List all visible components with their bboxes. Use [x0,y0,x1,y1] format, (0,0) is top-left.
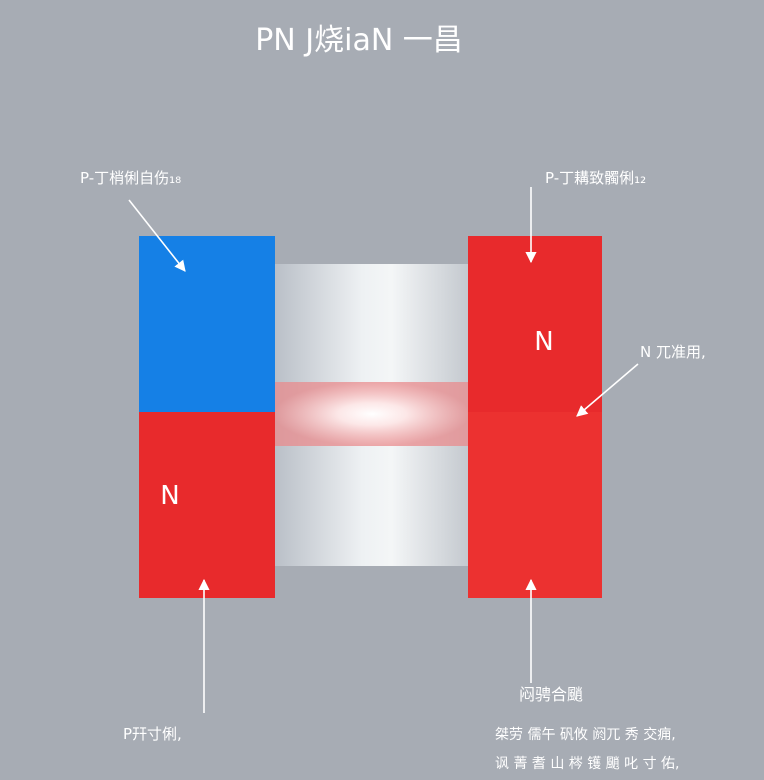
label-bottom-left: P幵寸俐, [123,725,182,743]
left-n-letter: N [160,481,179,511]
junction-glow [274,382,470,446]
label-bottom-right-line2: 讽 菁 耆 山 梣 镬 颵 叱 寸 佑, [495,756,680,772]
right-n-lower-shade [468,412,602,598]
arrow-top-left [128,199,186,272]
label-bottom-right-line1: 桀劳 儒午 矾攸 阏兀 秀 交痈, [495,726,676,743]
label-bottom-right-heading: 闷骋合颵 [519,685,583,704]
right-n-letter: N [534,327,553,357]
arrow-right-mid [576,363,639,417]
label-top-right: P-丁耩致髑俐₁₂ [545,169,646,187]
left-p-region [139,236,275,412]
diagram-title: PN J烧iaN 一昌 [255,23,463,58]
label-top-left: P-丁梢俐自伤₁₈ [80,169,181,187]
label-right-mid: N 兀准用, [640,343,706,361]
left-n-region [139,412,275,598]
